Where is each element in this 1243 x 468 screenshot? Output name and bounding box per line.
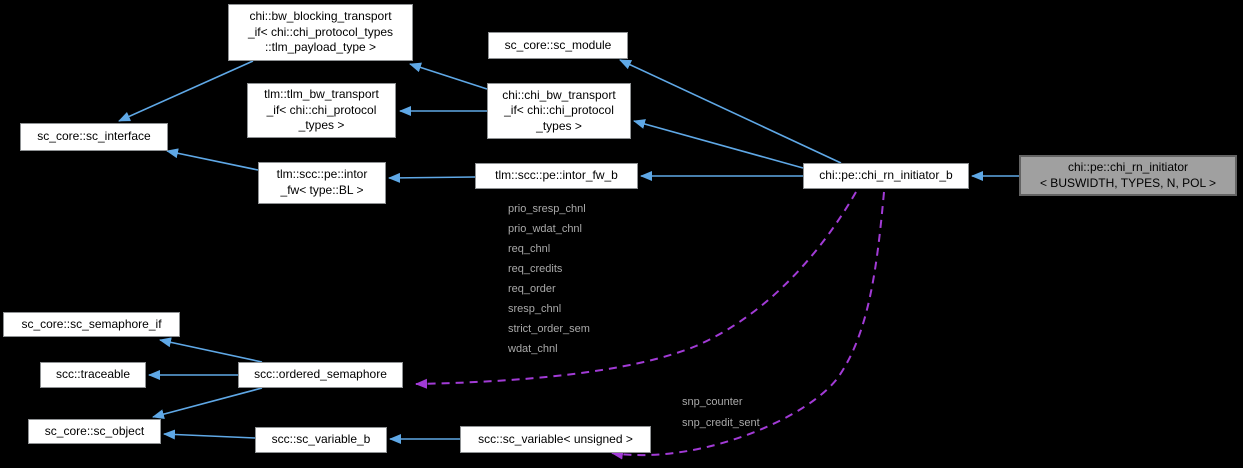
node-chi-pe-chi-rn-initiator: chi::pe::chi_rn_initiator < BUSWIDTH, TY… (1019, 155, 1237, 196)
node-sc-core-sc-object[interactable]: sc_core::sc_object (28, 419, 161, 444)
edge-inherit-bwblocking-to-scinterface (118, 60, 254, 122)
edge-inherit-rninitiatorb-to-chibw (633, 119, 804, 169)
edge-usage-rninitiatorb-to-scvariable (611, 191, 885, 460)
edge-member-label: strict_order_sem (508, 323, 590, 335)
edge-member-label: snp_credit_sent (682, 417, 760, 429)
node-chi-chi-bw-transport-if[interactable]: chi::chi_bw_transport _if< chi::chi_prot… (487, 83, 631, 139)
node-tlm-scc-pe-intor-fw-b[interactable]: tlm::scc::pe::intor_fw_b (475, 163, 638, 189)
edge-inherit-orderedsem-to-semaphoreif (159, 337, 263, 363)
edge-member-label: req_order (508, 283, 556, 295)
node-scc-ordered-semaphore[interactable]: scc::ordered_semaphore (238, 362, 403, 388)
node-scc-traceable[interactable]: scc::traceable (40, 362, 146, 388)
edge-inherit-orderedsem-to-scobject (152, 387, 263, 420)
edge-inherit-chibw-to-bwblocking (409, 62, 488, 90)
node-scc-sc-variable-b[interactable]: scc::sc_variable_b (255, 427, 387, 453)
node-chi-pe-chi-rn-initiator-b[interactable]: chi::pe::chi_rn_initiator_b (803, 163, 969, 189)
node-chi-bw-blocking-transport-if[interactable]: chi::bw_blocking_transport _if< chi::chi… (228, 4, 413, 61)
edge-member-label: sresp_chnl (508, 303, 562, 315)
edge-inherit-scvariableb-to-scobject (163, 429, 256, 440)
edge-member-label: req_chnl (508, 243, 551, 255)
edge-inherit-rninitiatorb-to-scmodule (619, 59, 842, 164)
node-sc-core-sc-semaphore-if[interactable]: sc_core::sc_semaphore_if (3, 312, 180, 337)
edge-inherit-intorfwb-to-intorfw (388, 172, 476, 183)
edge-member-label: snp_counter (682, 396, 743, 408)
node-sc-core-sc-module[interactable]: sc_core::sc_module (488, 32, 628, 59)
node-scc-sc-variable-unsigned[interactable]: scc::sc_variable< unsigned > (460, 426, 651, 453)
edge-usage-rninitiatorb-to-orderedsem (415, 191, 857, 389)
node-sc-core-sc-interface[interactable]: sc_core::sc_interface (20, 123, 168, 151)
edge-member-label: prio_sresp_chnl (508, 203, 586, 215)
edge-labels-sc-variable-members: snp_counter snp_credit_sent (682, 392, 760, 434)
edge-member-label: prio_wdat_chnl (508, 223, 582, 235)
edge-member-label: wdat_chnl (508, 343, 558, 355)
node-tlm-scc-pe-intor-fw[interactable]: tlm::scc::pe::intor _fw< type::BL > (258, 162, 386, 204)
edge-inherit-intorfw-to-scinterface (166, 148, 259, 171)
node-tlm-tlm-bw-transport-if[interactable]: tlm::tlm_bw_transport _if< chi::chi_prot… (247, 83, 396, 138)
edge-member-label: req_credits (508, 263, 563, 275)
